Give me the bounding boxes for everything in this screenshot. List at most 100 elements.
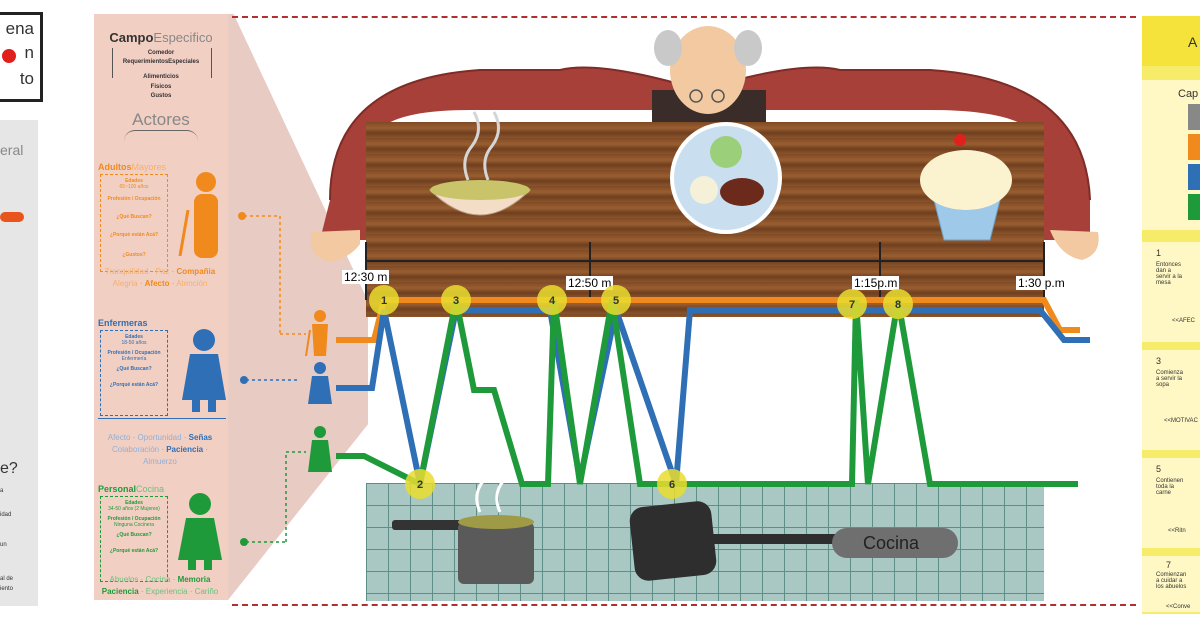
campo-title-light: Especifico <box>153 30 213 45</box>
personal-buscan-label: ¿Qué Buscan? <box>116 532 152 538</box>
step-number: 3 <box>1156 356 1162 366</box>
cook-leg <box>204 560 212 570</box>
enfermeras-divider <box>98 418 226 419</box>
trait: Paz <box>155 267 170 276</box>
context-panel: eral e? a idad un al de iento <box>0 120 38 606</box>
personal-title-bold: Personal <box>98 484 137 494</box>
enfermeras-profesion-value: Enfermería <box>121 356 147 362</box>
trait: Afecto <box>107 433 131 442</box>
cook-figure-icon <box>189 493 211 515</box>
enfermeras-edades-value: 18-50 años <box>121 340 147 346</box>
step-number: 7 <box>1166 560 1172 570</box>
nurse-leg <box>192 400 200 412</box>
logo-bracket: ena n to <box>0 12 43 102</box>
adult-figure-icon <box>196 172 216 192</box>
adultos-buscan-label: ¿Qué Buscan? <box>116 214 152 220</box>
event-marker-label: 4 <box>549 295 556 307</box>
cook-figure-body <box>178 518 222 560</box>
adultos-edades-label: Edades <box>125 178 143 184</box>
step-label: <<MOTIVAC <box>1164 418 1198 424</box>
heart-icon <box>2 49 16 63</box>
trait: Colaboración <box>111 445 160 454</box>
campo-bracket <box>112 48 212 78</box>
adultos-edades-value: 65~100 años <box>119 184 149 190</box>
logo-text-1: ena <box>5 19 34 38</box>
event-marker-label: 1 <box>381 295 387 307</box>
personal-porque-label: ¿Porqué están Acá? <box>109 548 159 554</box>
orange-swatch <box>1188 134 1200 160</box>
spatula-neck <box>708 534 848 544</box>
trait: Almuerzo <box>143 457 177 466</box>
step-number: 5 <box>1156 464 1162 474</box>
cherry <box>954 134 966 146</box>
adultos-title-light: Mayores <box>131 162 167 172</box>
salad <box>710 136 742 168</box>
event-marker-label: 2 <box>417 479 423 491</box>
panel-heading: eral <box>0 142 24 158</box>
panel-snippet: idad <box>0 512 12 518</box>
cook-head-icon <box>314 426 326 438</box>
step-card <box>1142 350 1200 450</box>
enfermeras-buscan-label: ¿Qué Buscan? <box>116 366 152 372</box>
trait: Oportunidad <box>137 433 182 442</box>
nurse-head-icon <box>314 362 326 374</box>
path-personal <box>336 299 1078 489</box>
personal-title: PersonalCocina <box>98 484 164 494</box>
adultos-traits-2: Alegria · Afecto · Atención <box>112 279 208 288</box>
adult-figure-body <box>194 194 218 258</box>
connector-dot <box>240 376 248 384</box>
steam <box>483 111 500 181</box>
analysis-panel: A Cap 1 Entonces dan a servir a la mesa … <box>1142 16 1200 614</box>
panel-snippet: al de <box>0 576 14 582</box>
step-label: <<Conve <box>1166 604 1191 610</box>
analysis-header <box>1142 16 1200 66</box>
actor-card-adultos: AdultosMayores Edades 65~100 años Profes… <box>98 162 222 282</box>
panel-snippet: a <box>0 488 4 494</box>
personal-profesion-label: Profesión / Ocupación <box>107 516 161 522</box>
logo-text-2: n <box>24 43 34 62</box>
adultos-profesion-label: Profesión / Ocupación <box>107 196 161 202</box>
campo-item: RequerimientosEspeciales <box>122 59 200 65</box>
glasses-right <box>711 89 725 103</box>
actor-card-personal: PersonalCocina Edades 34-50 años (2 Muje… <box>98 484 222 582</box>
cane-figure-icon <box>178 209 190 257</box>
personal-edades-label: Edades <box>125 500 143 506</box>
trait: Tranquilidad <box>104 267 149 276</box>
adultos-info-box <box>100 174 168 272</box>
steak <box>720 178 764 206</box>
personal-traits-2: Paciencia · Experiencia · Cariño <box>101 587 219 596</box>
pot-steam <box>475 479 486 513</box>
hair-left <box>654 30 682 66</box>
campo-item: Fisicos <box>150 84 172 90</box>
step-label: <<AFEC <box>1172 318 1196 324</box>
step-number: 1 <box>1156 248 1162 258</box>
personal-title-light: Cocina <box>136 484 165 494</box>
enfermeras-traits-1: Afecto · Oportunidad · Señas <box>107 433 213 442</box>
spatula-head <box>629 501 717 581</box>
enfermeras-traits-2: Colaboración · Paciencia · Almuerzo <box>111 445 209 466</box>
head <box>670 26 746 114</box>
event-marker <box>537 285 567 315</box>
adult-head-icon <box>314 310 326 322</box>
nurse-figure-body <box>182 354 226 400</box>
trait: Memoria <box>177 575 211 584</box>
frosting <box>920 150 1012 210</box>
step-text: Entonces dan a servir a la mesa <box>1156 262 1183 286</box>
time-label: 12:50 m <box>566 276 614 290</box>
event-marker <box>657 469 687 499</box>
campo-item: Gustos <box>150 93 172 99</box>
cook-leg <box>188 560 196 570</box>
cook-body-icon <box>308 440 332 472</box>
panel-question: e? <box>0 460 18 477</box>
steam <box>463 111 480 181</box>
event-marker-label: 3 <box>453 295 459 307</box>
nurse-body-icon <box>308 376 332 404</box>
step-card <box>1142 556 1200 612</box>
step-text: Contienen toda la carne <box>1156 478 1184 496</box>
enfermeras-profesion-label: Profesión / Ocupación <box>107 350 161 356</box>
analysis-title: A <box>1188 34 1198 50</box>
cooking-pot <box>458 522 534 584</box>
